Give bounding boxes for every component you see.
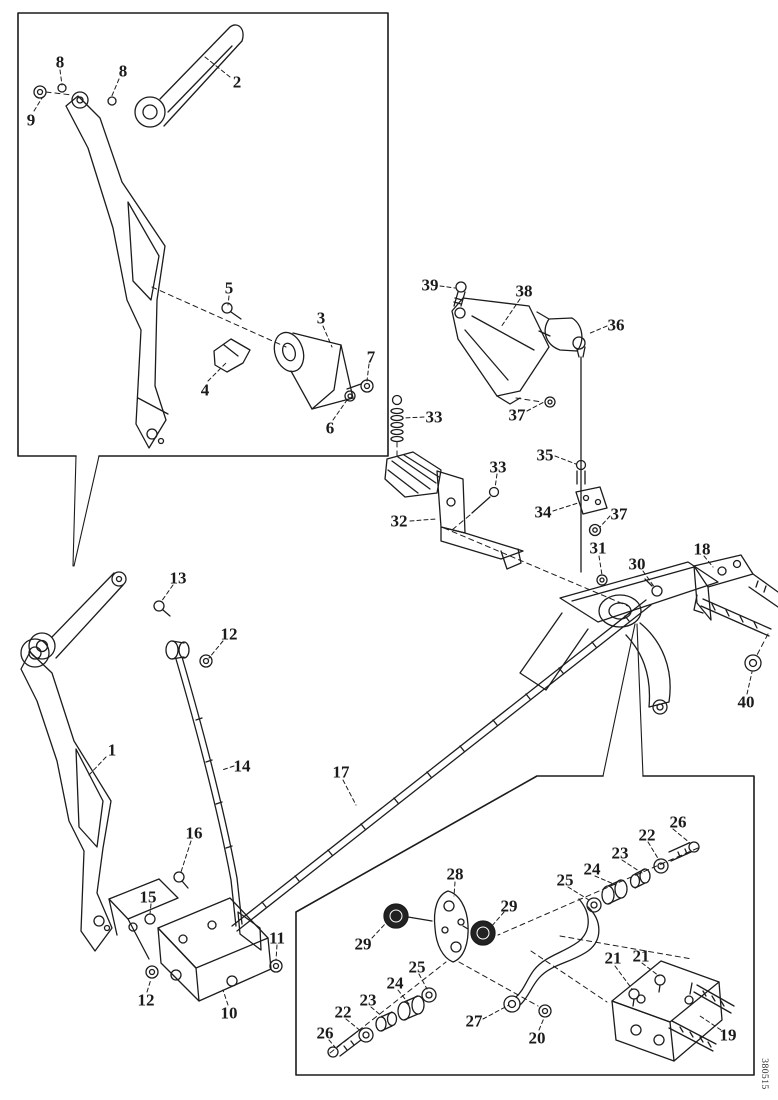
part-callout-8: 8	[118, 61, 128, 81]
part-callout-15: 15	[139, 887, 157, 907]
part-callout-37: 37	[610, 504, 628, 524]
part-callout-26: 26	[669, 812, 687, 832]
part-callout-24: 24	[583, 859, 601, 879]
bushing-stack-left-art	[327, 987, 437, 1058]
part-callout-13: 13	[169, 568, 187, 588]
part-callout-18: 18	[693, 539, 711, 559]
bushing-stack-right-art	[586, 841, 700, 913]
latch-part32-art	[384, 394, 524, 570]
part-callout-38: 38	[515, 281, 533, 301]
part-callout-21: 21	[632, 946, 650, 966]
part-callout-39: 39	[421, 275, 439, 295]
part-callout-22: 22	[638, 825, 656, 845]
part-callout-23: 23	[611, 843, 629, 863]
part-callout-16: 16	[185, 823, 203, 843]
part-callout-17: 17	[332, 762, 350, 782]
part-callout-25: 25	[556, 870, 574, 890]
part-callout-1: 1	[107, 740, 117, 760]
part-callout-7: 7	[366, 347, 376, 367]
part-callout-34: 34	[534, 502, 552, 522]
long-rod-part17-art	[231, 599, 652, 932]
lift-arm-detail-art	[65, 91, 169, 449]
sway-plate-part28-art	[433, 890, 469, 963]
mount-bracket-part19-art	[538, 960, 735, 1062]
part-callout-24: 24	[386, 973, 404, 993]
part-callout-10: 10	[220, 1003, 238, 1023]
part-callout-2: 2	[232, 72, 242, 92]
upper-link-part2-art	[134, 24, 244, 128]
part-callout-27: 27	[465, 1011, 483, 1031]
part-callout-14: 14	[233, 756, 251, 776]
part-callout-36: 36	[607, 315, 625, 335]
part-callout-23: 23	[359, 990, 377, 1010]
knob-part29-right-art	[462, 920, 496, 946]
part-callout-40: 40	[737, 692, 755, 712]
part-callout-4: 4	[200, 380, 210, 400]
part-callout-19: 19	[719, 1025, 737, 1045]
part-callout-31: 31	[589, 538, 607, 558]
part-callout-33: 33	[489, 457, 507, 477]
footer-part-code: 380515	[759, 1058, 769, 1090]
curved-link-part27-art	[503, 898, 600, 1013]
support-bracket-part38-art	[451, 281, 556, 408]
knob-part29-left-art	[383, 903, 433, 929]
axis-dashed-lines	[45, 91, 769, 1054]
lift-arm-part1-art	[20, 638, 189, 960]
callout-leader-lines	[33, 56, 753, 1048]
detail-inset-bottom-right-border	[295, 623, 755, 1076]
part-callout-21: 21	[604, 948, 622, 968]
part-callout-29: 29	[354, 934, 372, 954]
part-callout-12: 12	[137, 990, 155, 1010]
part-callout-5: 5	[224, 278, 234, 298]
part-callout-9: 9	[26, 110, 36, 130]
part-callout-8: 8	[55, 52, 65, 72]
ball-joint-part36-art	[536, 311, 608, 573]
part-callout-33: 33	[425, 407, 443, 427]
part-callout-3: 3	[316, 308, 326, 328]
link-rod-part14-art	[165, 640, 243, 927]
part-callout-22: 22	[334, 1002, 352, 1022]
part-callout-20: 20	[528, 1028, 546, 1048]
part-callout-37: 37	[508, 405, 526, 425]
part-callout-26: 26	[316, 1023, 334, 1043]
part-callout-30: 30	[628, 554, 646, 574]
part-callout-12: 12	[220, 624, 238, 644]
detail-inset-top-left-border	[17, 12, 389, 567]
part-callout-25: 25	[408, 957, 426, 977]
part-callout-11: 11	[268, 928, 286, 948]
part-callout-6: 6	[325, 418, 335, 438]
part-callout-28: 28	[446, 864, 464, 884]
part-callout-29: 29	[500, 896, 518, 916]
part-callout-32: 32	[390, 511, 408, 531]
part-callout-35: 35	[536, 445, 554, 465]
